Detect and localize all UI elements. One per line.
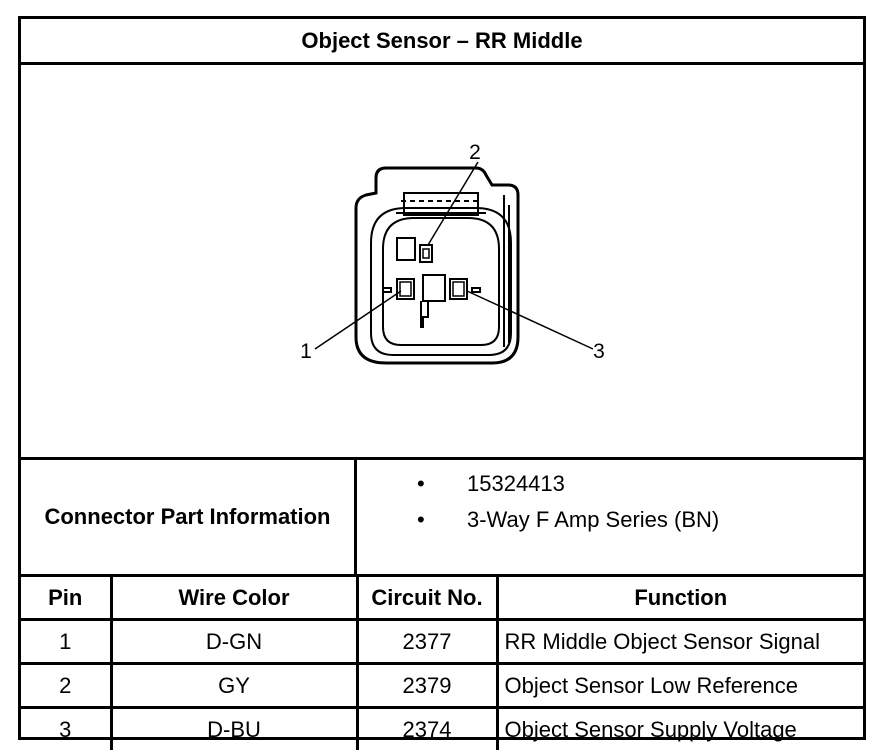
- function-cell: RR Middle Object Sensor Signal: [495, 618, 863, 665]
- header-wire-color: Wire Color: [109, 577, 359, 621]
- connector-face-drawing: 2 1 3: [300, 141, 605, 365]
- connector-series: 3-Way F Amp Series (BN): [467, 507, 720, 532]
- pin-cell: 2: [21, 662, 113, 709]
- connector-housing: [354, 166, 520, 365]
- connector-diagram: 2 1 3: [21, 65, 863, 457]
- list-item: • 3-Way F Amp Series (BN): [357, 502, 719, 538]
- header-pin: Pin: [21, 577, 113, 621]
- wire-color-cell: D-GN: [109, 618, 359, 665]
- circuit-cell: 2379: [355, 662, 499, 709]
- circuit-cell: 2377: [355, 618, 499, 665]
- list-item: • 15324413: [357, 466, 719, 502]
- wire-color-cell: GY: [109, 662, 359, 709]
- header-function: Function: [495, 577, 863, 621]
- callout-pin-3: 3: [593, 340, 605, 363]
- callout-pin-2: 2: [469, 141, 481, 164]
- pin-cell: 1: [21, 618, 113, 665]
- table-row: 2 GY 2379 Object Sensor Low Reference: [21, 662, 863, 709]
- connector-part-info-label: Connector Part Information: [21, 460, 357, 574]
- function-cell: Object Sensor Supply Voltage: [495, 706, 863, 750]
- connector-part-info: Connector Part Information • 15324413 • …: [21, 457, 863, 577]
- bullet-icon: •: [417, 507, 425, 532]
- table-header-row: Pin Wire Color Circuit No. Function: [21, 577, 863, 621]
- part-number: 15324413: [467, 471, 565, 496]
- table-row: 1 D-GN 2377 RR Middle Object Sensor Sign…: [21, 618, 863, 665]
- callout-pin-1: 1: [300, 340, 312, 363]
- callout-leaders: [314, 161, 594, 350]
- pin-cell: 3: [21, 706, 113, 750]
- pin-table: Pin Wire Color Circuit No. Function 1 D-…: [21, 577, 863, 750]
- connector-part-info-list: • 15324413 • 3-Way F Amp Series (BN): [357, 466, 719, 538]
- bullet-icon: •: [417, 471, 425, 496]
- header-circuit-no: Circuit No.: [355, 577, 499, 621]
- table-row: 3 D-BU 2374 Object Sensor Supply Voltage: [21, 706, 863, 750]
- wire-color-cell: D-BU: [109, 706, 359, 750]
- function-cell: Object Sensor Low Reference: [495, 662, 863, 709]
- sheet-title: Object Sensor – RR Middle: [21, 19, 863, 65]
- circuit-cell: 2374: [355, 706, 499, 750]
- connector-sheet: Object Sensor – RR Middle: [18, 16, 866, 750]
